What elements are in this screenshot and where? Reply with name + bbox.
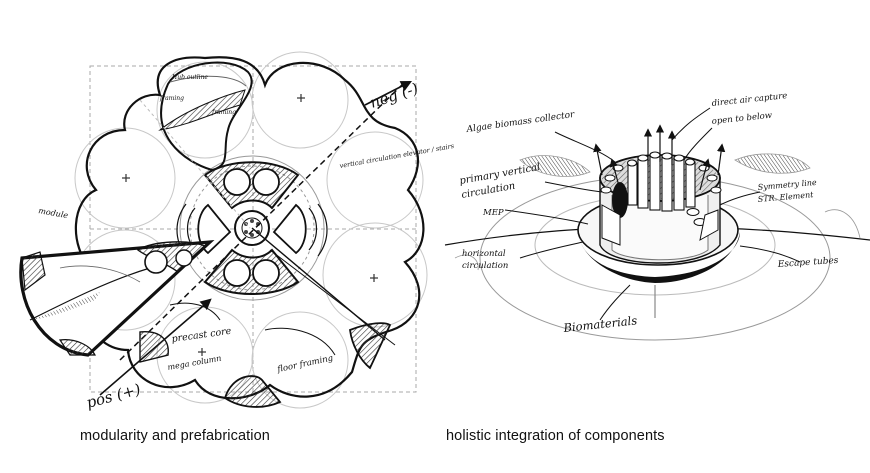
label-algae: Algae biomass collector [465,110,576,135]
caption-right: holistic integration of components [446,428,665,444]
base-disk [578,232,740,283]
mega-column-left [223,375,282,408]
leader-lines [504,107,801,321]
label-direct-air: direct air capture [711,91,788,109]
top-core-wedge [203,161,300,210]
label-hub-outline: Hub outline [171,74,208,81]
module-centers [122,94,378,356]
mega-column-right [349,322,392,370]
label-horizontal: horizontal [462,249,506,259]
label-str-element: STR. Element [757,190,814,204]
right-sketch: Algae biomass collector direct air captu… [444,91,870,341]
label-escape-tubes: Escape tubes [777,256,840,270]
core-cylinder [599,151,722,264]
label-mega-column: mega column [167,354,222,372]
hub-outer-outline [74,56,425,400]
label-biomaterials: Biomaterials [562,313,638,335]
caption-left: modularity and prefabrication [80,428,270,444]
label-vertical-circulation: vertical circulation elevator / stairs [339,142,455,170]
label-precast-core: precast core [171,326,232,345]
label-framing-b: framing [211,109,236,116]
airflow-arrows [593,124,726,318]
label-mep: MEP [482,208,504,218]
label-framing-a: framing [159,95,184,102]
label-floor-framing: floor framing [276,353,335,375]
neg-arrow [364,80,412,106]
label-neg: neg (-) [368,79,421,112]
top-petal [160,61,253,172]
module-highlight [19,240,215,357]
bottom-core-wedge [203,248,300,295]
label-circulation-2: circulation [462,261,508,271]
left-sketch: neg (-) pos (+) module Hub outline frami… [19,51,455,412]
label-module: module [38,206,69,220]
label-open-below: open to below [711,111,773,127]
label-pos: pos (+) [84,380,142,412]
